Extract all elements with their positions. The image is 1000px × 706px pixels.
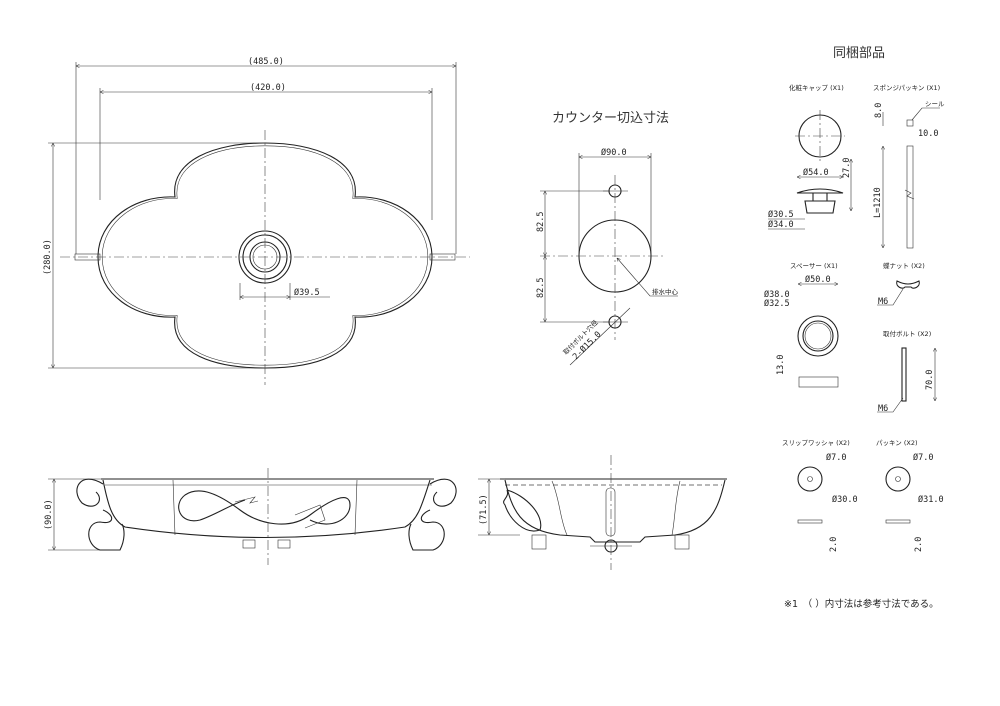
dim-front-height: (90.0) [44, 499, 54, 530]
wing-nut-size: M6 [878, 297, 888, 307]
packing-thickness: 2.0 [914, 537, 924, 552]
front-view: (90.0) [44, 468, 457, 565]
spacer-thickness: 13.0 [776, 355, 786, 375]
cap-name: 化粧キャップ (X1) [789, 83, 844, 92]
sponge-seal-label: シール [925, 100, 945, 108]
dim-side-height: (71.5) [479, 494, 489, 525]
dim-outer-width: (485.0) [248, 57, 284, 67]
sponge-width: 10.0 [918, 129, 938, 139]
cap-height: 27.0 [842, 158, 852, 178]
top-view: (485.0) (420.0) (280.0) Ø39.5 [43, 57, 470, 385]
slip-washer-name: スリップワッシャ (X2) [782, 439, 850, 447]
spacer-mid-diameter: Ø38.0 [764, 289, 790, 300]
packing-diameter: Ø31.0 [918, 494, 944, 505]
dim-inner-width: (420.0) [250, 83, 286, 93]
bolt-length: 70.0 [925, 370, 935, 390]
parts-title: 同梱部品 [833, 46, 885, 61]
packing-name: パッキン (X2) [876, 439, 918, 447]
included-parts: 同梱部品 化粧キャップ (X1) Ø54.0 27.0 Ø30.5 Ø34.0 … [764, 46, 945, 552]
cap-base-diameter: Ø34.0 [768, 219, 794, 230]
spacer-name: スペーサー (X1) [790, 262, 838, 270]
counter-cutout-diagram: カウンター切込寸法 Ø90.0 82.5 82.5 排水中心 取付ボルト穴径 2… [536, 111, 679, 366]
reference-dimension-note: ※1 （ ）内寸法は参考寸法である。 [784, 598, 939, 610]
packing-hole: Ø7.0 [913, 452, 933, 463]
sponge-thickness: 8.0 [874, 103, 884, 118]
dim-upper-offset: 82.5 [536, 212, 546, 232]
dim-drain-diameter: Ø39.5 [294, 287, 320, 298]
drain-center-label: 排水中心 [652, 287, 679, 296]
dim-hole-diameter: Ø90.0 [601, 147, 627, 158]
sponge-name: スポンジパッキン (X1) [873, 84, 940, 92]
dim-lower-offset: 82.5 [536, 278, 546, 298]
cap-diameter: Ø54.0 [803, 167, 829, 178]
spacer-inner-diameter: Ø32.5 [764, 298, 790, 309]
sponge-length: L=1210 [873, 187, 883, 218]
counter-cutout-title: カウンター切込寸法 [552, 111, 669, 126]
slip-washer-hole: Ø7.0 [826, 452, 846, 463]
spacer-outer-diameter: Ø50.0 [805, 274, 831, 285]
side-view: (71.5) [478, 455, 727, 570]
slip-washer-diameter: Ø30.0 [832, 494, 858, 505]
dim-depth: (280.0) [43, 239, 53, 275]
bolt-size: M6 [878, 404, 888, 414]
bolt-name: 取付ボルト (X2) [883, 329, 931, 338]
cap-stem-diameter: Ø30.5 [768, 209, 794, 220]
wing-nut-name: 蝶ナット (X2) [883, 261, 925, 270]
slip-washer-thickness: 2.0 [829, 537, 839, 552]
